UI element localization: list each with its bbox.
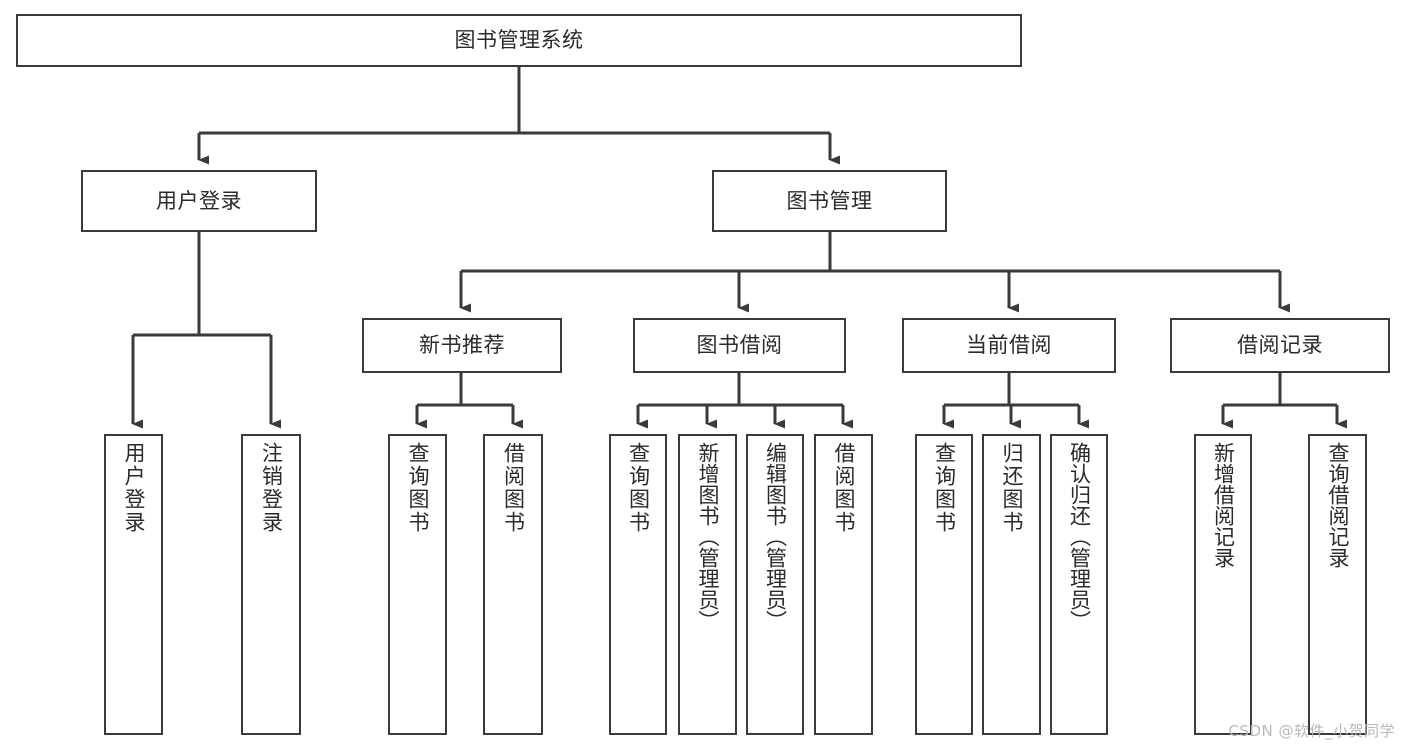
node-leaf-query-book-current[interactable]: 查询图书	[915, 434, 973, 735]
node-user-login[interactable]: 用户登录	[81, 170, 317, 232]
node-leaf-user-login[interactable]: 用户登录	[104, 434, 163, 735]
node-leaf-edit-book-admin[interactable]: 编辑图书（管理员）	[746, 434, 804, 735]
node-current-borrow-label: 当前借阅	[966, 333, 1052, 358]
node-root-label: 图书管理系统	[454, 28, 584, 53]
node-leaf-edit-book-admin-label: 编辑图书（管理员）	[763, 442, 788, 631]
csdn-watermark: CSDN @软件_小贺同学	[1228, 722, 1395, 740]
node-leaf-borrow-book[interactable]: 借阅图书	[814, 434, 873, 735]
node-leaf-return-book[interactable]: 归还图书	[982, 434, 1041, 735]
node-book-borrow-label: 图书借阅	[696, 333, 783, 358]
node-leaf-borrow-book-recommend[interactable]: 借阅图书	[483, 434, 543, 735]
node-leaf-confirm-return-admin-label: 确认归还（管理员）	[1067, 442, 1092, 631]
node-new-book-recommend[interactable]: 新书推荐	[362, 318, 562, 373]
node-leaf-user-login-label: 用户登录	[122, 442, 146, 534]
node-leaf-query-borrow-record[interactable]: 查询借阅记录	[1308, 434, 1367, 735]
node-leaf-borrow-book-label: 借阅图书	[832, 442, 856, 534]
node-book-borrow[interactable]: 图书借阅	[633, 318, 846, 373]
node-user-login-label: 用户登录	[156, 188, 242, 213]
node-root[interactable]: 图书管理系统	[16, 14, 1022, 67]
node-leaf-borrow-book-recommend-label: 借阅图书	[501, 442, 526, 534]
node-leaf-query-book-borrow[interactable]: 查询图书	[609, 434, 667, 735]
node-leaf-query-book-recommend[interactable]: 查询图书	[388, 434, 447, 735]
node-leaf-add-borrow-record-label: 新增借阅记录	[1211, 442, 1236, 568]
node-borrow-record[interactable]: 借阅记录	[1170, 318, 1390, 373]
node-leaf-query-book-borrow-label: 查询图书	[626, 442, 651, 534]
node-leaf-query-borrow-record-label: 查询借阅记录	[1326, 442, 1350, 568]
node-leaf-logout[interactable]: 注销登录	[241, 434, 301, 735]
node-new-book-recommend-label: 新书推荐	[419, 333, 505, 358]
node-borrow-record-label: 借阅记录	[1237, 333, 1323, 358]
node-leaf-logout-label: 注销登录	[259, 442, 284, 534]
node-current-borrow[interactable]: 当前借阅	[902, 318, 1116, 373]
node-book-management[interactable]: 图书管理	[712, 170, 947, 232]
node-leaf-add-borrow-record[interactable]: 新增借阅记录	[1194, 434, 1252, 735]
node-leaf-confirm-return-admin[interactable]: 确认归还（管理员）	[1050, 434, 1108, 735]
node-leaf-add-book-admin-label: 新增图书（管理员）	[696, 442, 720, 631]
node-leaf-query-book-current-label: 查询图书	[932, 442, 957, 534]
node-leaf-add-book-admin[interactable]: 新增图书（管理员）	[678, 434, 737, 735]
node-leaf-query-book-recommend-label: 查询图书	[406, 442, 430, 534]
node-book-management-label: 图书管理	[786, 188, 873, 213]
node-leaf-return-book-label: 归还图书	[1000, 442, 1024, 534]
